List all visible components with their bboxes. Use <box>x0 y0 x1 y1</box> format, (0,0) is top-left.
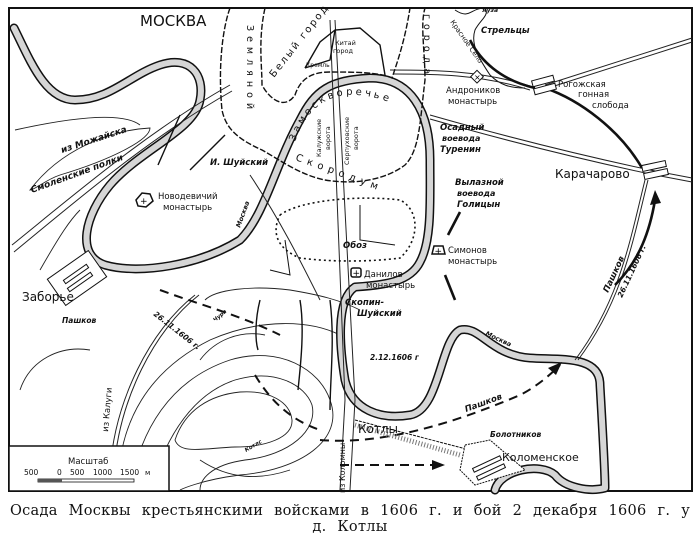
label-simonov-1: Симонов <box>448 246 487 256</box>
label-kreml: Кремль <box>306 62 330 69</box>
label-goroda: города <box>421 14 432 79</box>
label-kotlovka: Котлс <box>244 439 264 454</box>
scale-tick-1000: 1000 <box>93 468 112 477</box>
label-zaborye: Заборье <box>22 290 74 304</box>
label-from-kolomna: из Коломны <box>338 443 347 493</box>
label-bolotnikov: Болотников <box>490 430 542 439</box>
label-golitsyn-1: Вылазной <box>455 178 504 188</box>
label-pashkov-kotly: Пашков <box>464 392 505 415</box>
label-golitsyn-3: Голицын <box>457 200 500 210</box>
label-turenin-3: Туренин <box>440 145 481 155</box>
label-serpukhov-gate-1: Серпуховские <box>343 117 351 165</box>
label-turenin-1: Осадный <box>440 123 484 133</box>
svg-text:+: + <box>353 269 361 279</box>
label-rogozhskaya-2: гонная <box>578 90 609 100</box>
label-skorodum: Скородум <box>294 152 384 194</box>
label-novodevichy-2: монастырь <box>163 203 212 213</box>
label-kolomenskoe: Коломенское <box>502 451 579 464</box>
scale-tick-500: 500 <box>70 468 85 477</box>
scale-legend: Масштаб 500 0 500 1000 1500 м <box>8 445 170 492</box>
scale-title: Масштаб <box>68 457 108 467</box>
map-caption: Осада Москвы крестьянскими войсками в 16… <box>9 503 691 535</box>
label-danilov-1: Данилов <box>364 270 403 280</box>
label-danilov-2: монастырь <box>366 281 415 291</box>
label-kaluga-gate-1: Калужские <box>315 119 323 157</box>
label-skopin-1: Скопин- <box>345 298 385 308</box>
label-from-mozhaysk: из Можайска <box>60 125 128 156</box>
map-frame <box>8 7 693 492</box>
label-andronikov-1: Андроников <box>446 86 500 96</box>
roads <box>11 19 693 491</box>
label-krasnoe-selo: Красное Село <box>448 19 484 65</box>
scale-unit: м <box>145 469 150 477</box>
label-turenin-2: воевода <box>442 134 480 143</box>
label-i-shuysky: И. Шуйский <box>210 158 268 168</box>
svg-text:+: + <box>435 247 443 257</box>
label-pashkov-west: Пашков <box>62 316 97 325</box>
label-novodevichy-1: Новодевичий <box>158 192 218 202</box>
oboz-fortifications <box>269 197 416 276</box>
label-rogozhskaya-3: слобода <box>592 101 629 111</box>
monastery-icon-danilov: + <box>350 267 362 279</box>
label-karacharovo: Карачарово <box>555 167 630 181</box>
label-yauza: Яуза <box>481 7 498 14</box>
label-kaluga-gate-2: ворота <box>324 126 332 150</box>
label-kotly: Котлы <box>358 422 398 436</box>
label-serpukhov-gate-2: ворота <box>352 126 360 150</box>
label-simonov-2: монастырь <box>448 257 497 267</box>
label-date-battle: 2.12.1606 г <box>370 353 420 362</box>
city-walls <box>219 7 426 183</box>
label-kitay-1: Китай <box>335 39 356 47</box>
svg-text:×: × <box>474 73 481 82</box>
monastery-icon-novodevichy: + <box>135 192 154 208</box>
monastery-icon-simonov: + <box>431 245 446 257</box>
scale-tick-1500: 1500 <box>120 468 139 477</box>
monastery-icon-andronikov: × <box>469 69 485 84</box>
label-from-kaluga: из Калуги <box>101 387 115 432</box>
city-title: МОСКВА <box>140 12 207 30</box>
label-chura: Чура <box>212 309 228 324</box>
camp-markers <box>46 74 669 486</box>
moskva-river <box>9 23 610 495</box>
label-rogozhskaya-1: Рогожская <box>558 80 606 90</box>
label-golitsyn-2: воевода <box>457 189 495 198</box>
label-andronikov-2: монастырь <box>448 97 497 107</box>
label-oboz: Обоз <box>343 240 367 251</box>
scale-tick-0: 0 <box>57 468 62 477</box>
label-zemlyanoy: Земляной <box>244 25 255 114</box>
label-skopin-2: Шуйский <box>357 309 402 319</box>
scale-tick-500-left: 500 <box>24 468 39 477</box>
svg-text:+: + <box>140 197 148 207</box>
label-kitay-2: город <box>333 47 353 55</box>
troop-movements <box>157 39 661 470</box>
label-streltsy: Стрельцы <box>481 26 530 36</box>
